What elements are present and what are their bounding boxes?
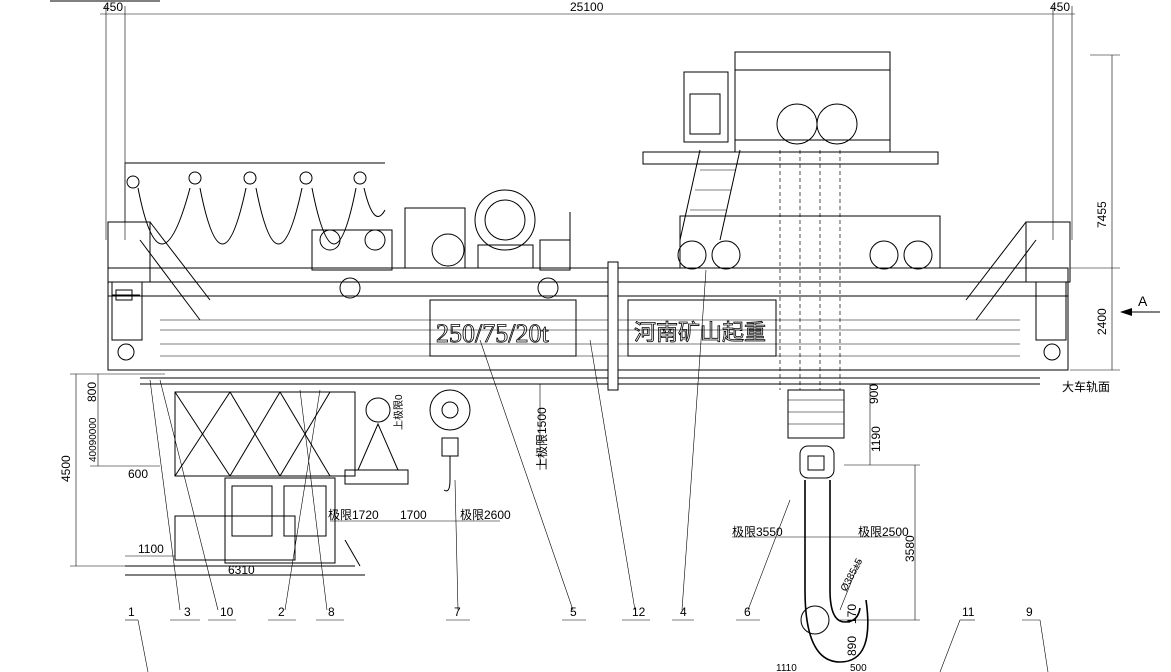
dim-top-left: 450 [103, 0, 123, 14]
dim-500: 500 [850, 663, 867, 672]
dim-6310: 6310 [228, 563, 255, 577]
middle-dimensions: 极限1720 1700 极限2600 [328, 508, 511, 522]
dim-890: 890 [845, 636, 859, 656]
dim-4500: 4500 [59, 455, 73, 482]
capacity-lettering: 250/75/20t 河南矿山起重 [429, 299, 777, 357]
callout-4: 4 [680, 605, 687, 619]
dim-600: 600 [128, 467, 148, 481]
callout-3: 3 [184, 605, 191, 619]
callout-6: 6 [744, 605, 751, 619]
dim-800: 800 [85, 382, 99, 402]
dim-170: 170 [845, 604, 859, 624]
dim-3550: 极限3550 [732, 525, 783, 539]
dim-1110: 1110 [776, 663, 797, 672]
callout-11: 11 [962, 605, 975, 619]
callout-leaders [125, 269, 1049, 672]
auxiliary-hooks: 上极限0 上极限1500 [344, 384, 549, 492]
callout-12: 12 [632, 605, 646, 619]
operator-cabin [125, 391, 365, 576]
dim-3580: 3580 [903, 535, 917, 562]
main-trolley [642, 51, 941, 390]
dim-top-span: 25100 [570, 0, 604, 14]
dim-aux-hook: 上极限0 [392, 394, 405, 430]
dim-stack: 40090000 [88, 417, 99, 462]
maker-text: 河南矿山起重 [634, 321, 766, 346]
right-dimensions: 7455 2400 A 大车轨面 [1062, 54, 1160, 394]
auxiliary-trolley [311, 189, 571, 299]
callout-5: 5 [570, 605, 577, 619]
main-girder [107, 221, 1071, 391]
dim-hook-limit-1500: 上极限1500 [535, 407, 549, 470]
festoon-cables [124, 162, 386, 245]
main-hook: Ø385±5 3580 900 1190 170 890 1110 500 极限… [732, 384, 920, 672]
top-dimension-line: 450 25100 450 [50, 0, 1075, 240]
dim-top-right: 450 [1050, 0, 1070, 14]
dim-1100: 1100 [138, 542, 164, 556]
callout-9: 9 [1026, 605, 1033, 619]
dim-2400: 2400 [1095, 308, 1109, 335]
dim-2500: 极限2500 [858, 525, 909, 539]
dim-7455: 7455 [1095, 201, 1109, 228]
callout-7: 7 [454, 605, 461, 619]
callout-10: 10 [220, 605, 234, 619]
dim-hook-diameter: Ø385±5 [839, 557, 866, 594]
dim-2600: 极限2600 [460, 508, 511, 522]
callout-numbers: 1 3 10 2 8 7 5 12 4 6 11 9 [128, 605, 1033, 619]
dim-1720: 极限1720 [328, 508, 379, 522]
callout-8: 8 [328, 605, 335, 619]
dim-1190: 1190 [869, 426, 883, 452]
view-a-label: A [1138, 293, 1148, 309]
rail-face-label: 大车轨面 [1062, 379, 1110, 394]
dim-900: 900 [867, 384, 881, 404]
callout-2: 2 [278, 605, 285, 619]
callout-1: 1 [128, 605, 135, 619]
dim-1700: 1700 [400, 508, 427, 522]
left-dimensions: 4500 800 40090000 600 1100 6310 [59, 373, 255, 577]
capacity-text: 250/75/20t [436, 319, 549, 348]
